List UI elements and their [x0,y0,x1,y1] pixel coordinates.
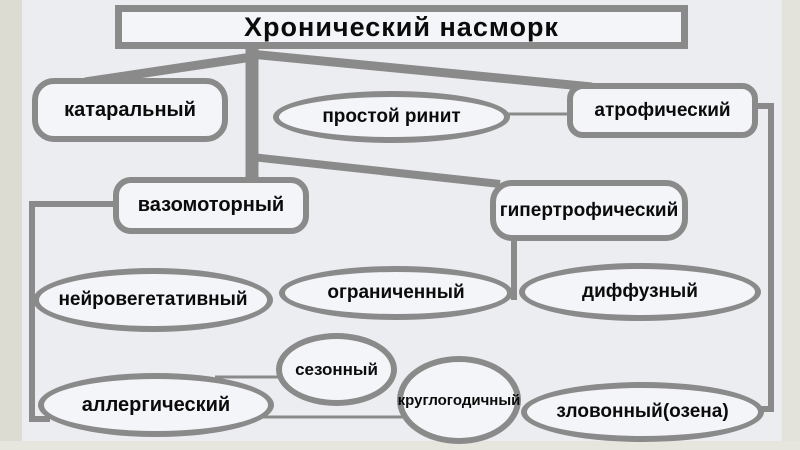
node-atrophic-label: атрофический [594,99,731,121]
node-limited-label: ограниченный [327,282,465,303]
edge-vasomotor-allergic [29,201,118,422]
node-simple-rhinitis: простой ринит [273,91,510,143]
node-atrophic: атрофический [567,83,758,138]
diagram-title-label: Хронический насморк [244,11,559,42]
node-year-round-label: круглогодичный [397,391,521,409]
node-fetid-label: зловонный(озена) [556,401,729,422]
node-allergic-label: аллергический [81,393,231,416]
left-margin-strip [0,0,22,450]
node-hypertrophic: гипертрофический [490,180,688,241]
node-neurovegetative: нейровегетативный [33,268,273,332]
node-allergic: аллергический [38,373,274,437]
node-diffuse-label: диффузный [582,281,698,302]
node-catarrhal-label: катаральный [64,98,196,121]
node-diffuse: диффузный [519,263,761,321]
bottom-margin-strip [0,441,800,450]
node-limited: ограниченный [279,266,513,320]
edge-atrophic-fetid [748,103,774,412]
right-margin-strip [782,0,800,450]
node-vasomotor: вазомоторный [113,177,309,234]
node-seasonal: сезонный [276,333,397,406]
node-vasomotor-label: вазомоторный [137,194,285,216]
node-catarrhal: катаральный [32,78,228,142]
edge-title-atrophic [249,49,593,92]
node-seasonal-label: сезонный [295,359,378,379]
edge-title-catarrhal [84,52,253,87]
node-neurovegetative-label: нейровегетативный [58,289,248,310]
node-simple-rhinitis-label: простой ринит [322,106,461,127]
node-fetid: зловонный(озена) [521,382,764,442]
diagram-title-box: Хронический насморк [115,5,688,49]
node-year-round: круглогодичный [397,356,521,444]
node-hypertrophic-label: гипертрофический [499,199,679,221]
edge-title-hypertrophic [251,153,501,188]
